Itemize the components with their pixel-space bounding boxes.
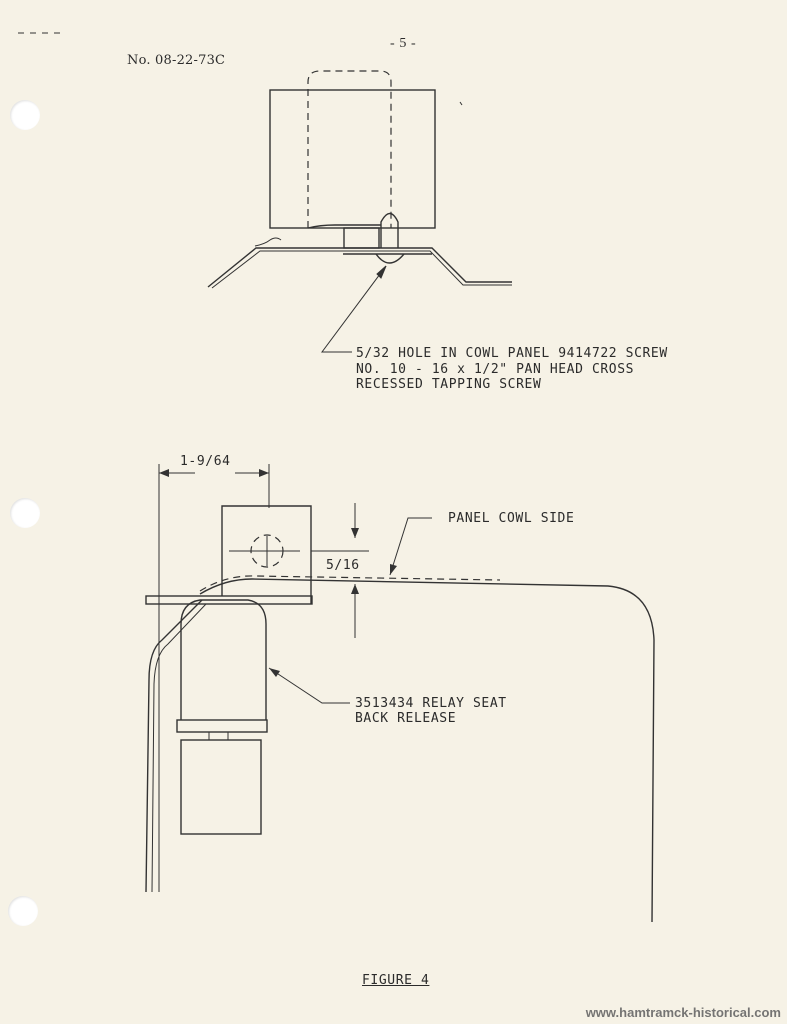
relay-band <box>176 719 268 733</box>
punch-hole-middle <box>10 498 40 528</box>
punch-hole-top <box>10 100 40 130</box>
relay-body <box>180 599 267 720</box>
bottom-panel-drawing <box>145 464 655 923</box>
bracket-flange <box>145 595 313 605</box>
callout-line-1: 5/32 HOLE IN COWL PANEL 9414722 SCREW <box>356 346 668 361</box>
watermark: www.hamtramck-historical.com <box>585 1005 781 1020</box>
label-relay-line-2: BACK RELEASE <box>355 711 457 726</box>
mounting-bracket <box>221 505 312 604</box>
label-panel-cowl-side: PANEL COWL SIDE <box>448 511 575 526</box>
panel-cowl-side <box>199 578 655 923</box>
punch-hole-bottom <box>8 896 38 926</box>
page-number: - 5 - <box>390 36 417 51</box>
callout-leader <box>321 265 387 353</box>
top-relay-drawing <box>207 70 512 353</box>
figure-title: FIGURE 4 <box>362 973 430 988</box>
relay-outline <box>269 89 436 229</box>
label-relay-line-1: 3513434 RELAY SEAT <box>355 696 507 711</box>
relay-mounting-boss <box>380 212 399 248</box>
callout-line-3: RECESSED TAPPING SCREW <box>356 377 542 392</box>
relay-hidden-body <box>307 70 392 228</box>
document-number: No. 08-22-73C <box>127 53 226 68</box>
relay-base <box>180 739 262 835</box>
callout-line-2: NO. 10 - 16 x 1/2" PAN HEAD CROSS <box>356 362 635 377</box>
cowl-panel-top <box>207 247 512 288</box>
dimension-offset: 5/16 <box>326 558 360 573</box>
dimension-width: 1-9/64 <box>180 454 231 469</box>
